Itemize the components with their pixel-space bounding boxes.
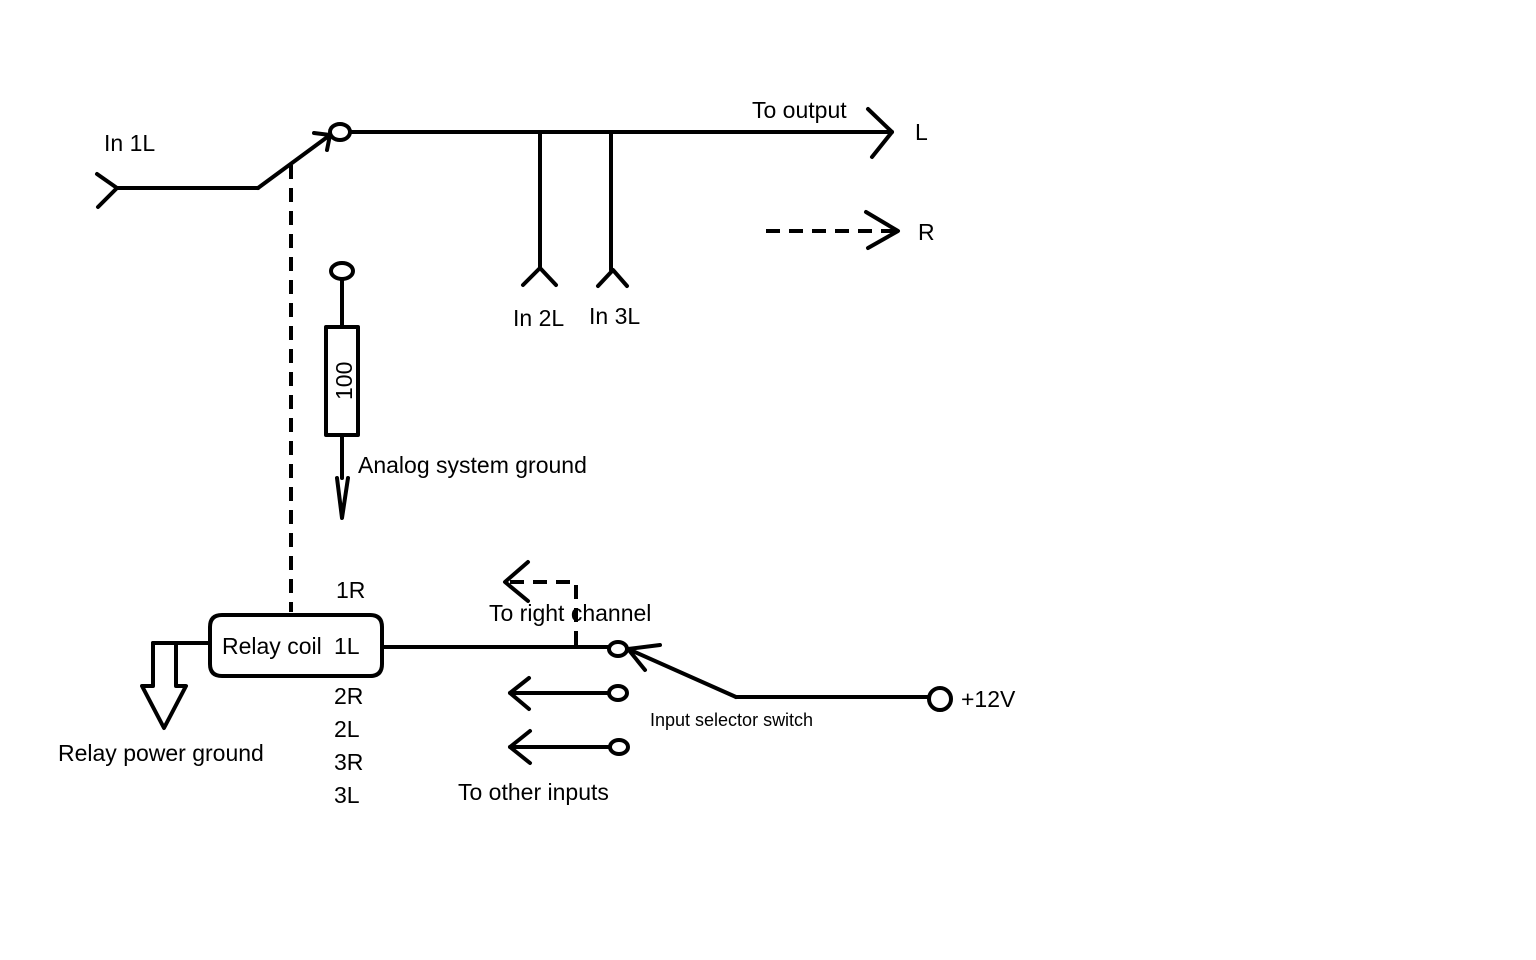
relay-contact-switch xyxy=(256,122,352,190)
output-l-arrow xyxy=(866,107,894,159)
relay-contact-terminal xyxy=(328,122,352,142)
to-output-label: To output xyxy=(752,97,847,123)
resistor-top-terminal xyxy=(329,261,355,281)
in-1l-label: In 1L xyxy=(104,130,155,156)
relay-1l-label: 1L xyxy=(334,633,360,659)
input-2l-branch xyxy=(521,130,558,287)
output-r-dashed-arrow xyxy=(766,210,900,250)
input-selector-switch-label: Input selector switch xyxy=(650,710,813,730)
analog-ground-label: Analog system ground xyxy=(358,452,587,478)
relay-2r-label: 2R xyxy=(334,683,363,709)
selector-contact-2 xyxy=(607,684,629,702)
output-r-label: R xyxy=(918,219,935,245)
supply-label: +12V xyxy=(961,686,1016,712)
relay-1r-label: 1R xyxy=(336,577,365,603)
to-other-input-arrow-2 xyxy=(508,676,611,711)
selector-contact-1 xyxy=(607,640,629,658)
output-l-label: L xyxy=(915,119,928,145)
input-1l-jack xyxy=(95,172,260,209)
input-selector-switch xyxy=(626,643,953,712)
to-other-input-arrow-3 xyxy=(508,729,612,765)
resistor-value-label: 100 xyxy=(331,362,357,400)
resistor-100 xyxy=(324,261,360,520)
in-2l-label: In 2L xyxy=(513,305,564,331)
analog-ground-symbol xyxy=(335,476,350,520)
input-3l-branch xyxy=(596,130,629,288)
supply-terminal xyxy=(927,686,953,712)
relay-power-ground-symbol xyxy=(140,641,212,730)
relay-coil xyxy=(208,613,384,678)
relay-power-ground-label: Relay power ground xyxy=(58,740,264,766)
in-3l-label: In 3L xyxy=(589,303,640,329)
to-right-channel-label: To right channel xyxy=(489,600,651,626)
relay-2l-label: 2L xyxy=(334,716,360,742)
to-right-channel-dashed xyxy=(503,560,578,645)
output-bus-left xyxy=(348,107,894,159)
to-other-inputs-label: To other inputs xyxy=(458,779,609,805)
selector-contact-3 xyxy=(608,738,630,756)
relay-coil-label: Relay coil xyxy=(222,633,322,659)
relay-3l-label: 3L xyxy=(334,782,360,808)
relay-3r-label: 3R xyxy=(334,749,363,775)
